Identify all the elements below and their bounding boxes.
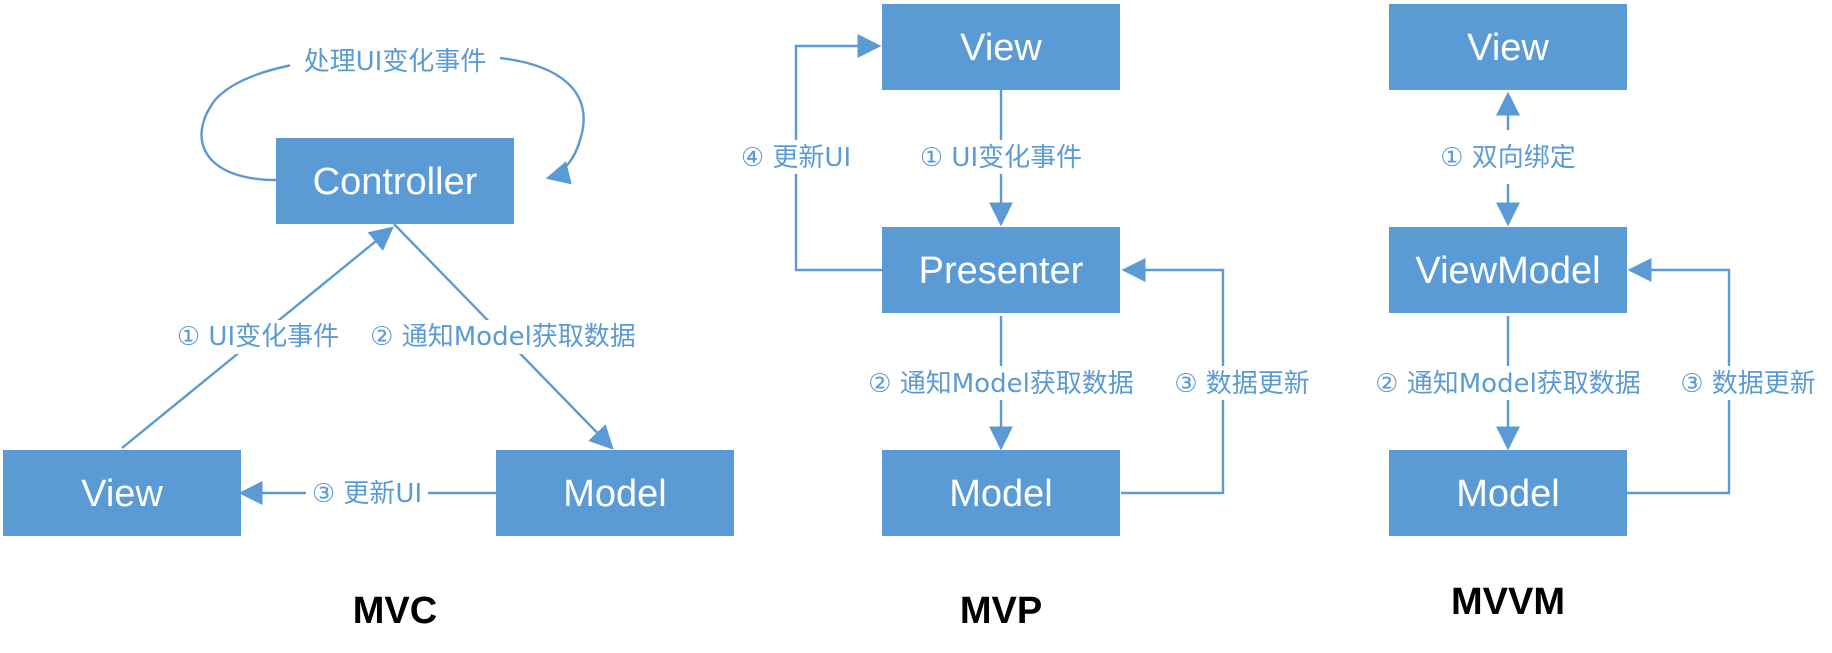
mvc-model-to-view-label: ③ 更新UI <box>312 479 422 509</box>
mvp-presenter-to-view-label: ④ 更新UI <box>741 143 851 173</box>
mvvm-view-node: View <box>1389 4 1627 90</box>
mvp-view-node: View <box>882 4 1120 90</box>
mvp-presenter-label: Presenter <box>919 250 1084 292</box>
mvc-controller-to-model-label: ② 通知Model获取数据 <box>370 322 636 352</box>
mvc-view-node: View <box>3 450 241 536</box>
mvvm-model-to-viewmodel-label: ③ 数据更新 <box>1680 369 1816 399</box>
mvc-controller-label: Controller <box>313 161 478 203</box>
mvc-controller-node: Controller <box>276 138 514 224</box>
mvc-model-label: Model <box>563 473 667 515</box>
mvp-model-to-presenter-label: ③ 数据更新 <box>1174 369 1310 399</box>
mvp-model-node: Model <box>882 450 1120 536</box>
mvp-model-label: Model <box>949 473 1053 515</box>
mvc-view-to-controller-label: ① UI变化事件 <box>177 322 339 352</box>
mvp-caption: MVP <box>960 590 1042 632</box>
mvc-self-loop-label: 处理UI变化事件 <box>304 47 487 77</box>
mvvm-binding-label: ① 双向绑定 <box>1440 143 1576 173</box>
mvc-caption: MVC <box>353 590 437 632</box>
mvp-view-to-presenter-label: ① UI变化事件 <box>920 143 1082 173</box>
mvc-view-label: View <box>81 473 163 515</box>
mvvm-viewmodel-label: ViewModel <box>1415 250 1600 292</box>
mvvm-diagram: ① 双向绑定 ② 通知Model获取数据 ③ 数据更新 View ViewMod… <box>1366 4 1824 623</box>
mvvm-viewmodel-to-model-label: ② 通知Model获取数据 <box>1375 369 1641 399</box>
mvvm-model-label: Model <box>1456 473 1560 515</box>
mvvm-model-node: Model <box>1389 450 1627 536</box>
mvc-model-node: Model <box>496 450 734 536</box>
mvc-diagram: 处理UI变化事件 ① UI变化事件 ② 通知Model获取数据 ③ 更新UI C… <box>3 42 734 632</box>
mvp-view-label: View <box>960 27 1042 69</box>
mvp-diagram: ① UI变化事件 ② 通知Model获取数据 ③ 数据更新 ④ 更新UI Vie… <box>734 4 1318 632</box>
mvp-presenter-to-model-label: ② 通知Model获取数据 <box>868 369 1134 399</box>
mvp-presenter-node: Presenter <box>882 227 1120 313</box>
mvvm-viewmodel-node: ViewModel <box>1389 227 1627 313</box>
mvvm-view-label: View <box>1467 27 1549 69</box>
mvvm-caption: MVVM <box>1451 581 1565 623</box>
